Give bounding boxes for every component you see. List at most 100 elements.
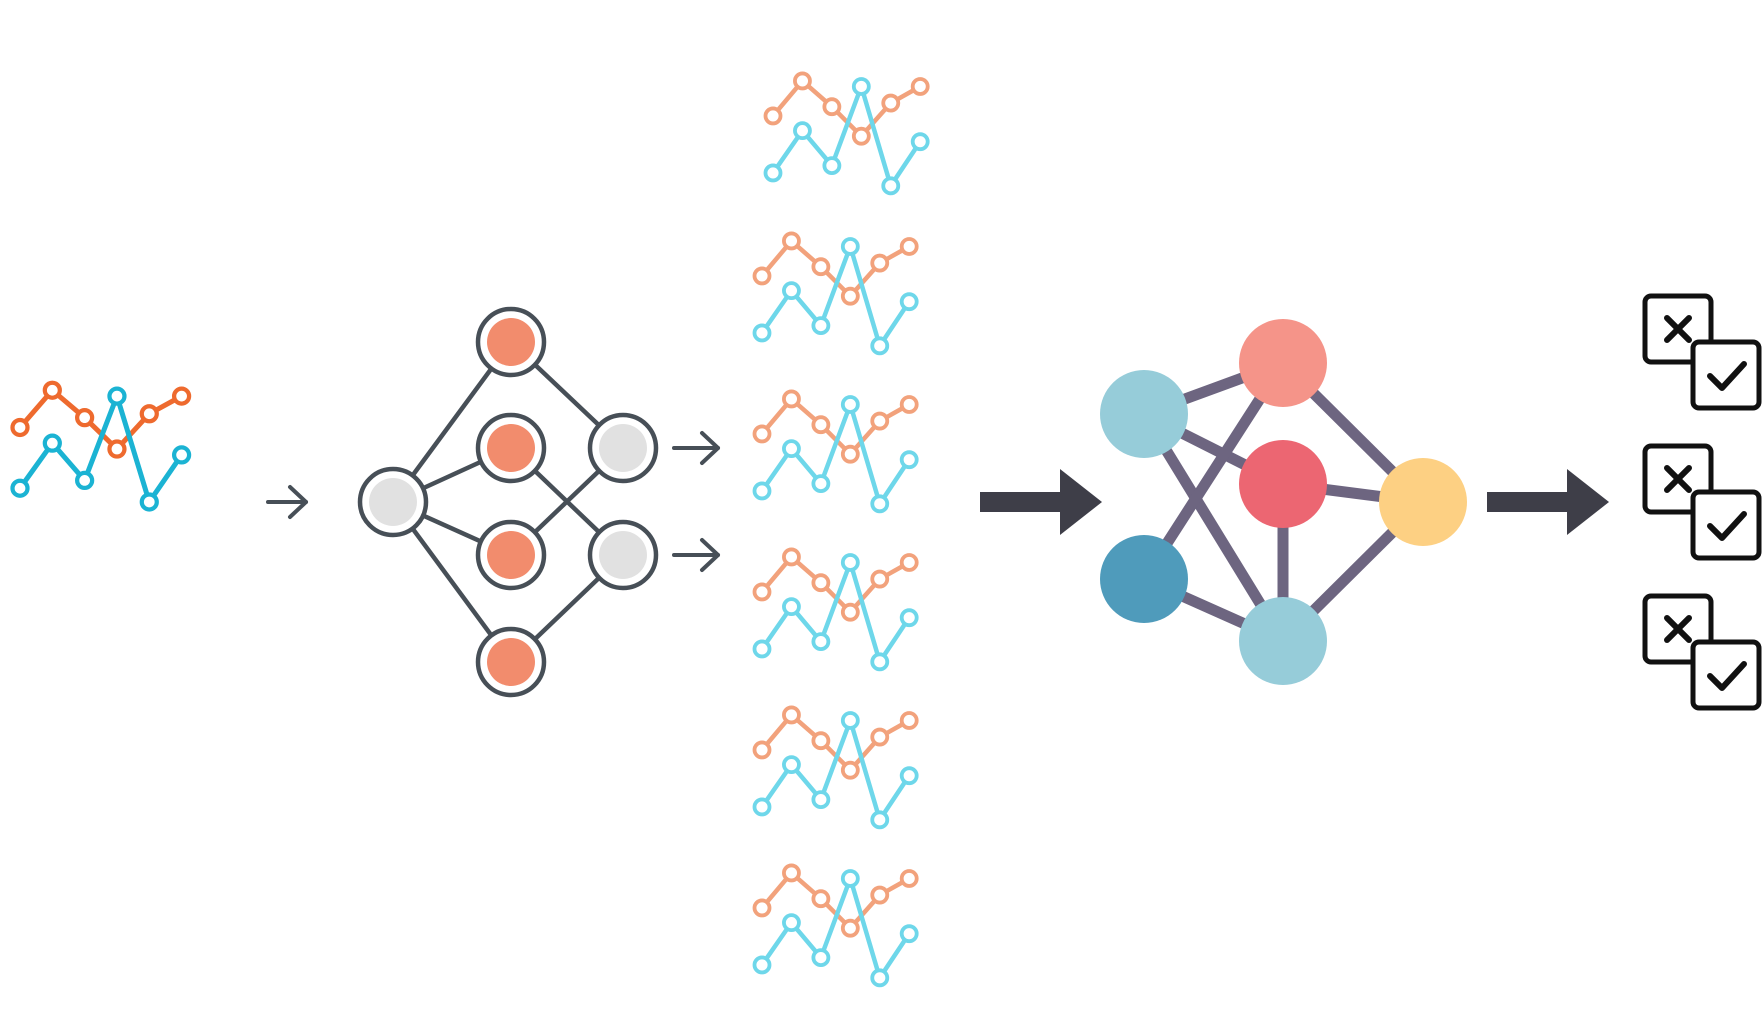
output-arrow-top-head — [700, 431, 720, 465]
output-arrow-bottom-head — [700, 538, 720, 572]
augmented-series-1-cyan-point — [822, 156, 842, 176]
augmented-series-2-orange-point — [782, 231, 801, 251]
augmented-series-item — [752, 231, 919, 356]
input-series-cyan-point — [139, 492, 159, 512]
augmented-series-item — [752, 863, 919, 988]
augmented-series-2-orange-point — [840, 286, 860, 306]
input-arrow-icon — [266, 485, 308, 519]
augmented-series-2-orange-point — [899, 237, 919, 256]
augmented-series-5-orange-point — [870, 727, 890, 747]
x-mark-icon — [1664, 615, 1692, 643]
augmented-series-4-orange-point — [782, 547, 801, 567]
augmented-series-3-orange-point — [840, 444, 860, 464]
augmented-series-3-cyan-point — [811, 474, 831, 494]
flow-arrow-1-shaft — [980, 492, 1060, 512]
augmented-series-5-orange-point — [811, 731, 831, 751]
augmented-series-2-orange-point — [870, 253, 890, 273]
augmented-series-3-cyan-point — [840, 395, 860, 414]
augmented-series-item — [763, 71, 930, 196]
check-mark-icon — [1707, 511, 1747, 541]
input-time-series-icon — [10, 380, 192, 512]
augmented-series-4-cyan-point — [840, 553, 860, 572]
augmented-series-1-orange-point — [793, 71, 812, 91]
network-node-fill-h1 — [487, 318, 535, 366]
augmented-series-1-orange-point — [822, 97, 842, 117]
augmented-series-2-cyan-point — [899, 292, 919, 312]
augmented-series-5-orange-point — [840, 760, 860, 780]
check-box-icon — [1690, 489, 1762, 561]
flow-arrow-2-shaft — [1487, 492, 1567, 512]
neural-network-icon — [357, 306, 659, 698]
check-box-icon — [1690, 639, 1762, 711]
augmented-series-1-orange-point — [910, 77, 930, 96]
graph-node-e — [1100, 535, 1188, 623]
augmented-series-stack — [752, 71, 930, 988]
augmented-series-4-cyan-point — [752, 639, 772, 659]
network-output-arrows — [672, 431, 720, 572]
augmented-series-2-cyan-point — [870, 336, 890, 356]
augmented-series-6-orange-point — [899, 869, 919, 888]
augmented-series-4-orange-point — [752, 582, 772, 602]
input-series-orange-point — [107, 439, 127, 459]
augmented-series-4-orange-point — [899, 553, 919, 572]
augmented-series-1-cyan-point — [793, 121, 812, 141]
network-node-fill-h4 — [487, 638, 535, 686]
augmented-series-6-orange-point — [870, 885, 890, 905]
augmented-series-3-orange-point — [782, 389, 801, 409]
check-box-icon — [1690, 339, 1762, 411]
augmented-series-3-cyan-point — [782, 439, 801, 459]
augmented-series-1-cyan-point — [851, 77, 871, 96]
graph-network-icon — [1100, 319, 1467, 685]
check-mark-icon — [1707, 661, 1747, 691]
input-series-orange-point — [171, 386, 192, 406]
augmented-series-6-cyan-point — [782, 913, 801, 933]
flow-arrow-2-head — [1567, 469, 1609, 535]
input-series-cyan-point — [107, 386, 127, 406]
input-series-cyan-point — [10, 478, 30, 498]
x-mark-icon — [1664, 315, 1692, 343]
input-series-orange-point — [139, 404, 159, 424]
augmented-series-2-cyan-point — [840, 237, 860, 256]
augmented-series-4-orange-point — [870, 569, 890, 589]
network-node-fill-in — [369, 478, 417, 526]
augmented-series-6-cyan-point — [752, 955, 772, 975]
augmented-series-1-orange-point — [881, 93, 901, 113]
augmented-series-6-orange-point — [840, 918, 860, 938]
augmented-series-1-cyan-point — [881, 176, 901, 196]
flow-arrow-icon — [980, 469, 1102, 535]
augmented-series-5-orange-point — [782, 705, 801, 725]
checkbox-pair-icon — [1642, 443, 1762, 561]
graph-node-c — [1239, 440, 1327, 528]
augmented-series-5-cyan-point — [811, 790, 831, 810]
augmented-series-4-cyan-point — [811, 632, 831, 652]
graph-node-b — [1239, 319, 1327, 407]
augmented-series-6-cyan-point — [870, 968, 890, 988]
check-mark-icon — [1707, 361, 1747, 391]
augmented-series-3-cyan-point — [752, 481, 772, 501]
augmented-series-2-cyan-point — [811, 316, 831, 336]
augmented-series-1-cyan-point — [910, 132, 930, 152]
augmented-series-4-orange-point — [840, 602, 860, 622]
augmented-series-3-orange-point — [752, 424, 772, 444]
augmented-series-2-cyan-point — [782, 281, 801, 301]
input-series-cyan-point — [42, 433, 62, 453]
augmented-series-4-cyan-point — [870, 652, 890, 672]
network-node-fill-o2 — [599, 531, 647, 579]
checkbox-pair-icon — [1642, 593, 1762, 711]
augmented-series-5-cyan-point — [840, 711, 860, 730]
augmented-series-5-orange-point — [752, 740, 772, 760]
network-node-fill-o1 — [599, 424, 647, 472]
augmented-series-6-cyan-point — [840, 869, 860, 888]
augmented-series-4-cyan-point — [899, 608, 919, 628]
graph-edge — [1139, 411, 1288, 644]
augmented-series-3-orange-point — [899, 395, 919, 414]
augmented-series-item — [752, 705, 919, 830]
augmented-series-3-orange-point — [870, 411, 890, 431]
augmented-series-4-orange-point — [811, 573, 831, 593]
augmented-series-1-orange-point — [763, 106, 783, 126]
graph-node-d — [1379, 458, 1467, 546]
augmented-series-6-orange-point — [752, 898, 772, 918]
checkbox-pair-icon — [1642, 293, 1762, 411]
